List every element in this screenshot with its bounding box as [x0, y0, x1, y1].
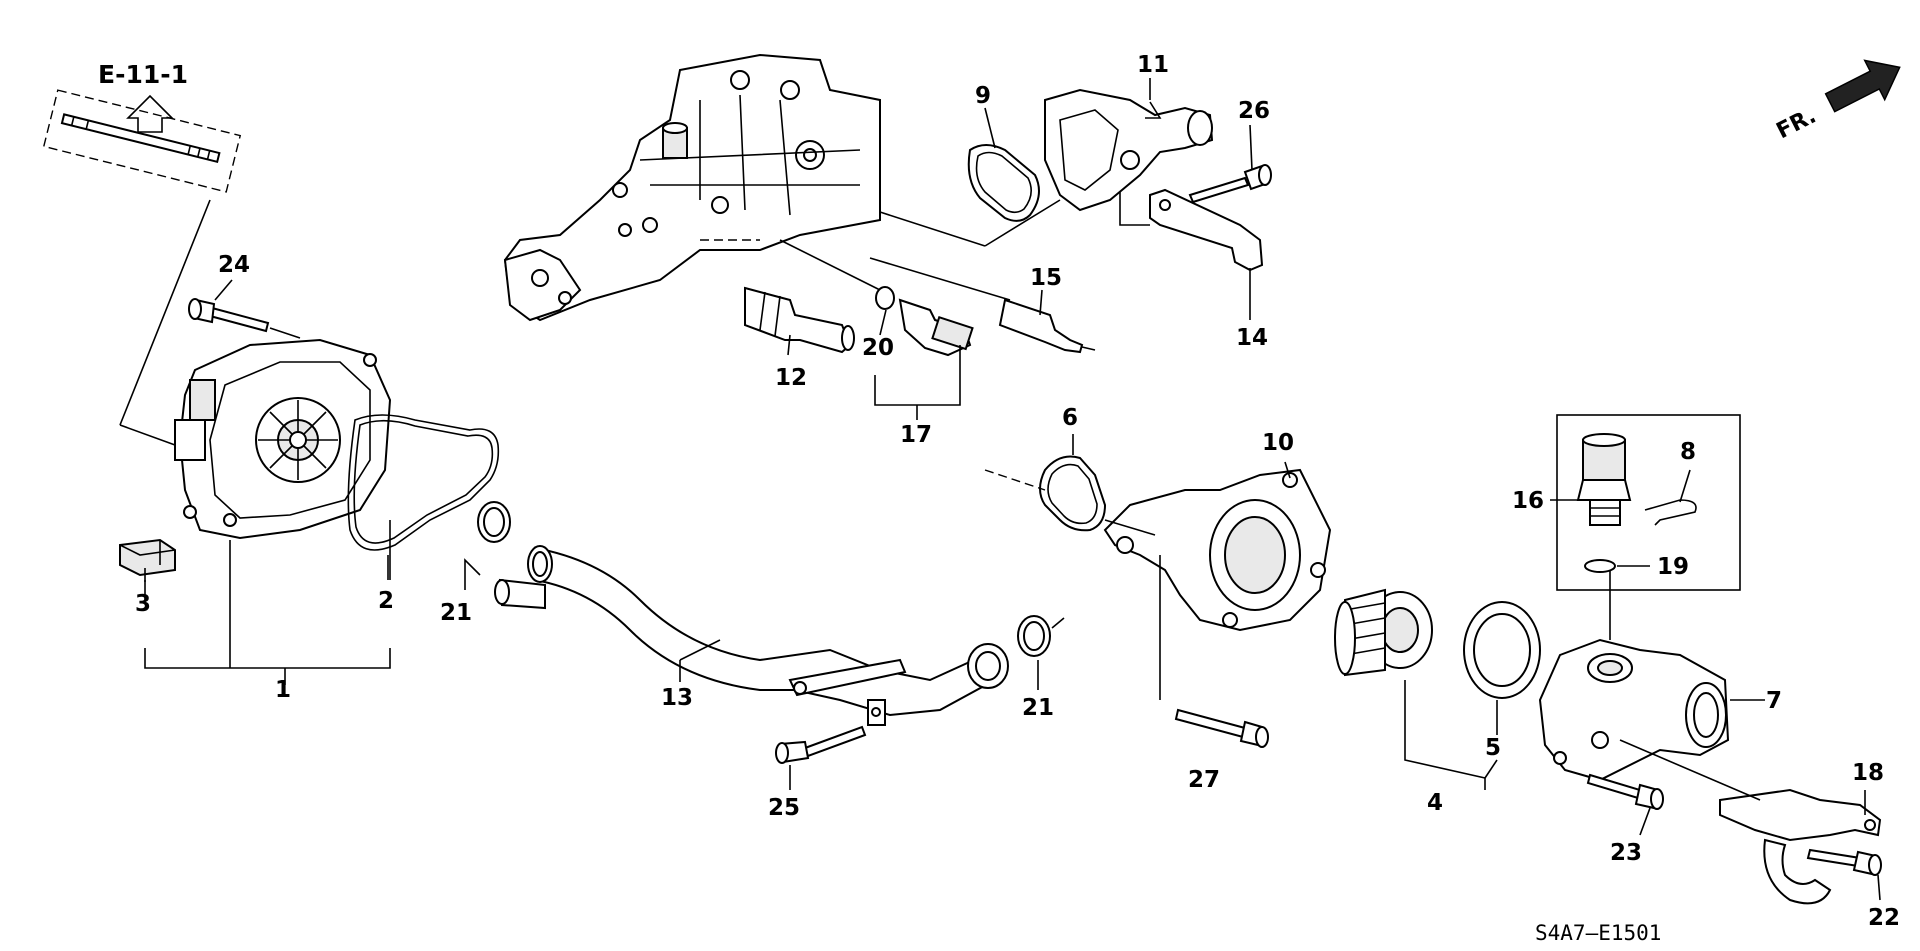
callout-3: 3: [135, 591, 151, 617]
connecting-pipe-13: [494, 545, 1009, 726]
water-outlet-11: [1044, 88, 1214, 212]
upper-outlet-group: [879, 88, 1272, 272]
callout-9: 9: [975, 83, 991, 109]
callout-12: 12: [775, 365, 807, 391]
callout-23: 23: [1610, 840, 1642, 866]
bolt-26: [1188, 164, 1272, 204]
callout-14: 14: [1236, 325, 1268, 351]
callout-21-left: 21: [440, 600, 472, 626]
gasket-6: [1039, 455, 1107, 532]
callout-11: 11: [1137, 52, 1169, 78]
callout-4: 4: [1427, 790, 1443, 816]
front-arrow-icon: [1824, 59, 1901, 113]
water-passage-7: [1538, 638, 1730, 782]
o-ring-21-left: [477, 501, 511, 543]
sensor-group: [700, 239, 1096, 357]
callout-6: 6: [1062, 405, 1078, 431]
callout-16: 16: [1512, 488, 1544, 514]
bolt-22: [1806, 848, 1882, 876]
callout-1: 1: [275, 677, 291, 703]
bolt-27: [1174, 708, 1269, 748]
clip-8: [1644, 499, 1697, 526]
callout-17: 17: [900, 422, 932, 448]
switch-group-box: [1556, 414, 1741, 591]
front-direction-indicator: FR.: [1773, 59, 1901, 144]
drawing-code: S4A7—E1501: [1535, 921, 1661, 945]
gasket-5: [1463, 601, 1541, 699]
callout-20: 20: [862, 335, 894, 361]
callout-8: 8: [1680, 439, 1696, 465]
washer-20: [875, 286, 895, 310]
callout-18: 18: [1852, 760, 1884, 786]
callout-5: 5: [1485, 735, 1501, 761]
leader-lines: [144, 78, 1881, 901]
bracket-3: [119, 538, 176, 577]
bolt-24: [188, 298, 270, 333]
callout-27: 27: [1188, 767, 1220, 793]
thermostat-4: [1334, 588, 1433, 677]
stud-bolt: [60, 113, 221, 164]
callout-13: 13: [661, 685, 693, 711]
cylinder-head-assembly: [503, 53, 881, 322]
fitting-12: [744, 286, 855, 354]
bolt-25: [775, 725, 867, 764]
reference-group: E-11-1: [42, 60, 242, 446]
bracket-18: [1719, 788, 1882, 905]
washer-19: [1584, 559, 1616, 573]
bolt-23: [1586, 773, 1664, 810]
water-pump-group: [119, 298, 500, 577]
callout-21-right: 21: [1022, 695, 1054, 721]
sensor-17: [898, 298, 974, 357]
callout-15: 15: [1030, 265, 1062, 291]
stud-leader: [119, 199, 211, 426]
front-label: FR.: [1773, 103, 1821, 144]
callout-numbers: 3 2 1 21 13 25 21 6 10 27 4 5 7 16 8 19 …: [135, 52, 1900, 931]
callout-25: 25: [768, 795, 800, 821]
callout-24: 24: [218, 252, 250, 278]
callout-10: 10: [1262, 430, 1294, 456]
dashed-stud-box: [42, 89, 242, 193]
reference-label: E-11-1: [98, 60, 188, 89]
callout-7: 7: [1766, 688, 1782, 714]
sensor-15: [869, 257, 1096, 354]
callout-22: 22: [1868, 905, 1900, 931]
o-ring-21-right: [1017, 615, 1051, 657]
up-arrow-icon: [126, 94, 174, 133]
callout-26: 26: [1238, 98, 1270, 124]
switch-16: [1576, 433, 1632, 526]
thermostat-housing-10: [1103, 468, 1332, 632]
callout-2: 2: [378, 588, 394, 614]
o-ring-2: [347, 414, 500, 551]
callout-19: 19: [1657, 554, 1689, 580]
